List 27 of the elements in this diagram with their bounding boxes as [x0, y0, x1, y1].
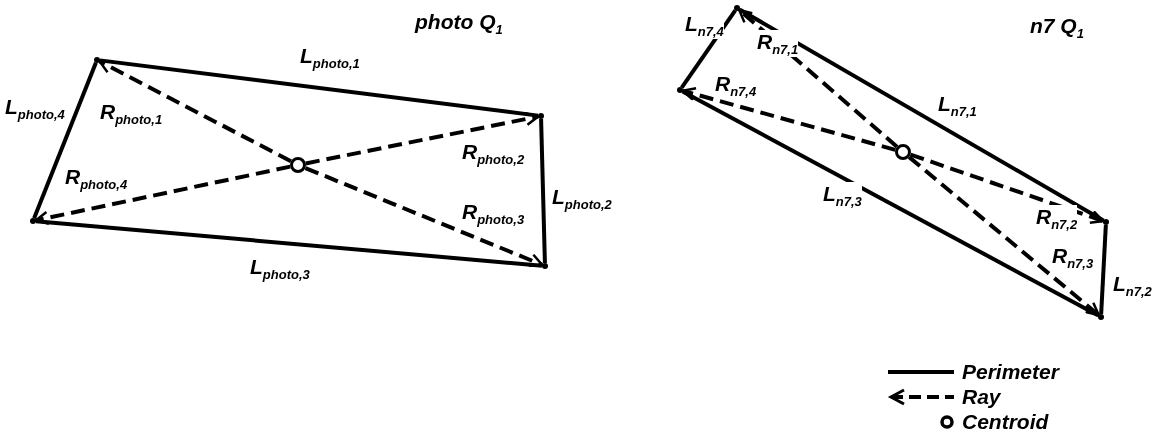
vertex-dot [542, 263, 548, 269]
ray-arrow [304, 166, 544, 268]
ray-arrow [305, 111, 540, 166]
centroid-circle [895, 144, 911, 160]
ray-arrow [737, 8, 899, 149]
ray-arrow [34, 164, 291, 225]
ray-arrow [681, 87, 896, 152]
edge-label: R$_{n7,2}$ [1036, 205, 1078, 233]
vertex-dot [538, 113, 544, 119]
perimeter-line [539, 118, 547, 264]
ray-arrow [909, 152, 1105, 225]
perimeter-line [35, 219, 543, 268]
centroid-circle [290, 157, 306, 173]
vertex-dot [30, 218, 36, 224]
vertex-dot [734, 5, 740, 11]
edge-label: L$_{n7,3}$ [823, 182, 862, 210]
perimeter-line [680, 9, 737, 89]
edge-label: R$_{n7,1}$ [757, 30, 799, 58]
perimeter-line [1099, 224, 1108, 315]
vertex-dot [94, 57, 100, 63]
perimeter-line [32, 62, 98, 219]
vertex-dot [1098, 314, 1104, 320]
ray-arrow [98, 59, 292, 164]
ray-arrow [907, 155, 1100, 317]
perimeter-line [99, 58, 539, 118]
vertex-dot [1103, 219, 1109, 225]
vertex-dot [677, 87, 683, 93]
